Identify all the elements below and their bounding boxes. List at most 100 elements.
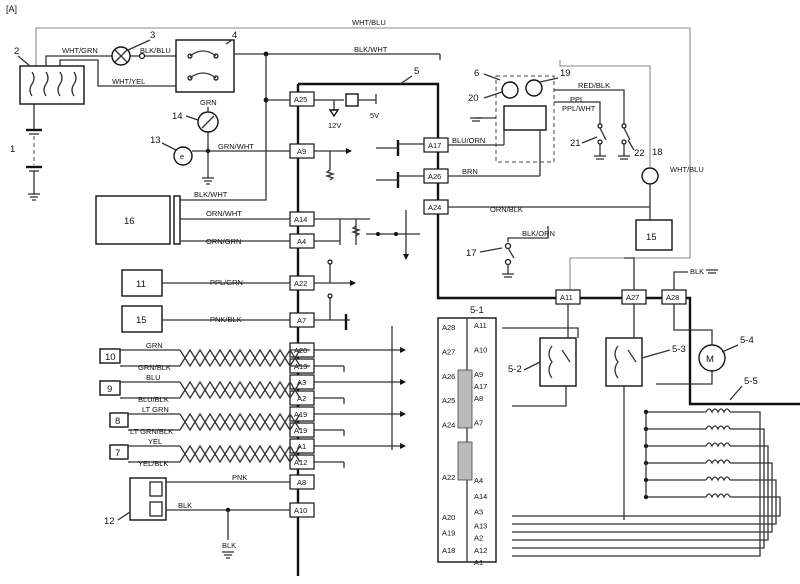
wire-a27-up — [624, 257, 635, 290]
connector-5-1-right-pin: A12 — [474, 546, 487, 555]
num-1: 1 — [10, 144, 15, 155]
relay-5-3-coil — [614, 345, 619, 379]
leader-2 — [17, 55, 31, 67]
relay-5-3 — [605, 337, 643, 387]
wire-motor-in — [673, 304, 713, 345]
pin-a28-label: A28 — [666, 293, 679, 302]
label-blu: BLU — [146, 373, 161, 382]
num-5-2: 5-2 — [508, 364, 522, 375]
label-pnk: PNK — [232, 473, 247, 482]
label-wht-blu: WHT/BLU — [352, 18, 386, 27]
sensor-10-body — [99, 348, 121, 364]
pin-a17-label: A17 — [428, 141, 441, 150]
diode-icon — [328, 109, 340, 118]
ground-icon — [706, 269, 718, 274]
leader-12 — [117, 511, 131, 521]
switch-box-4 — [175, 39, 235, 93]
label-yel: YEL — [148, 437, 162, 446]
twisted-pair-7a — [179, 444, 301, 464]
num-6: 6 — [474, 68, 479, 79]
sensor-7-body — [109, 444, 129, 460]
label-blu-orn: BLU/ORN — [452, 136, 485, 145]
pin-a7-label: A7 — [297, 316, 306, 325]
leader-21 — [581, 136, 598, 144]
leader-5-2 — [523, 361, 541, 371]
pin-a3-label: A3 — [297, 378, 306, 387]
num-3: 3 — [150, 30, 155, 41]
arrow-icon — [350, 280, 356, 286]
leader-6 — [483, 73, 501, 81]
pin-a12-label: A12 — [294, 458, 307, 467]
twisted-pair-8b — [179, 412, 301, 432]
leader-22 — [627, 139, 635, 151]
connector-5-1-left-pin: A25 — [442, 396, 455, 405]
wire-blk-orn — [507, 226, 549, 242]
sensor-8-body — [109, 412, 129, 428]
leader-5-3 — [641, 349, 671, 359]
connector-5-1-left-pin: A19 — [442, 529, 455, 538]
terminal-icon — [327, 293, 333, 299]
ground-icon — [470, 117, 482, 122]
leader-5 — [399, 75, 413, 85]
pin-a2-label: A2 — [297, 394, 306, 403]
connector-5-1-right-pin: A17 — [474, 382, 487, 391]
connector-5-1-left-pin: A27 — [442, 347, 455, 356]
sensor-13 — [173, 146, 193, 166]
leader-5-5 — [729, 385, 743, 401]
connector-5-1-right-pin: A8 — [474, 394, 483, 403]
label-grn: GRN — [200, 98, 217, 107]
connector-5-1-right-pin: A1 — [474, 558, 483, 567]
num-5-1: 5-1 — [470, 305, 484, 316]
pin-a11-label: A11 — [560, 293, 573, 302]
ground-icon — [502, 273, 514, 278]
num-20: 20 — [468, 93, 479, 104]
connector-5-1-hatch-2 — [457, 441, 473, 481]
leader-4 — [225, 39, 233, 45]
connector-5-1-right-pin: A14 — [474, 492, 487, 501]
num-12: 12 — [104, 516, 115, 527]
pin-a10-label: A10 — [294, 506, 307, 515]
wire-relay-5-2-top — [502, 327, 579, 338]
num-7: 7 — [115, 448, 120, 459]
relay-5-3-contact — [627, 349, 637, 363]
coil-icon — [705, 425, 731, 431]
connector-5-1-left-pin: A20 — [442, 513, 455, 522]
num-11: 11 — [136, 279, 146, 290]
wire-blk-wht-16 — [180, 54, 267, 201]
connector-5-1-left-pin: A28 — [442, 323, 455, 332]
label-orn-blk: ORN/BLK — [490, 205, 523, 214]
terminal-icon — [327, 259, 333, 265]
connector-5-1-right-pin: A2 — [474, 534, 483, 543]
module-16-connector — [173, 195, 181, 245]
connector-5-1-right-pin: A11 — [474, 321, 487, 330]
num-9: 9 — [107, 384, 112, 395]
connector-5-1-right-pin: A4 — [474, 476, 483, 485]
lamp-3-x2 — [114, 49, 128, 63]
ground-icon — [28, 193, 40, 201]
sensor-9: 9 BLU BLU/BLK — [99, 373, 180, 404]
label-ppl-grn: PPL/GRN — [210, 278, 243, 287]
pin-a25 — [289, 91, 315, 107]
connector-5-1-left-pin: A18 — [442, 546, 455, 555]
num-5-4: 5-4 — [740, 335, 754, 346]
label-orn-grn: ORN/GRN — [206, 237, 241, 246]
twisted-pair-9a — [179, 380, 301, 400]
lamp-3-terminal — [138, 52, 146, 60]
num-8: 8 — [115, 416, 120, 427]
leader-20 — [483, 91, 503, 99]
wire-relay-5-2-out — [512, 386, 567, 407]
label-pnk-blk: PNK/BLK — [210, 315, 242, 324]
arrow-icon — [403, 254, 409, 260]
label-wht-blu-18: WHT/BLU — [670, 165, 704, 174]
sensor-17-terminal-2 — [504, 258, 512, 266]
ecm-pins-left: A25 A9 A14 A4 A22 A7 A20 A13 A3 A2 A19 A… — [289, 91, 315, 518]
pin-a22-label: A22 — [294, 279, 307, 288]
label-ppl-wht: PPL/WHT — [562, 104, 596, 113]
figure-label: [A] — [6, 4, 17, 14]
pin-a24-label: A24 — [428, 203, 441, 212]
sensor-10: 10 GRN GRN/BLK — [99, 341, 180, 372]
num-15-left: 15 — [136, 315, 147, 326]
pin-a19-label: A19 — [294, 410, 307, 419]
wire-motor-out — [656, 371, 713, 385]
